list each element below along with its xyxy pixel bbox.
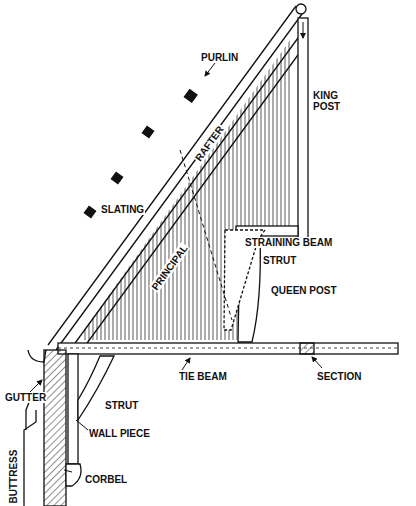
part-label: STRUT	[104, 400, 139, 411]
part-label: WALL PIECE	[88, 428, 151, 439]
part-label: STRUT	[262, 255, 297, 266]
part-label: QUEEN POST	[270, 285, 338, 296]
part-label: CORBEL	[84, 474, 128, 485]
part-label: BUTTRESS	[8, 448, 19, 504]
part-label: SECTION	[316, 371, 362, 382]
part-label: SLATING	[100, 204, 145, 215]
part-label: KING POST	[312, 90, 344, 112]
part-label: PURLIN	[200, 52, 239, 63]
part-label: GUTTER	[4, 392, 47, 403]
part-label: TIE BEAM	[178, 371, 228, 382]
part-label: STRAINING BEAM	[244, 237, 333, 248]
